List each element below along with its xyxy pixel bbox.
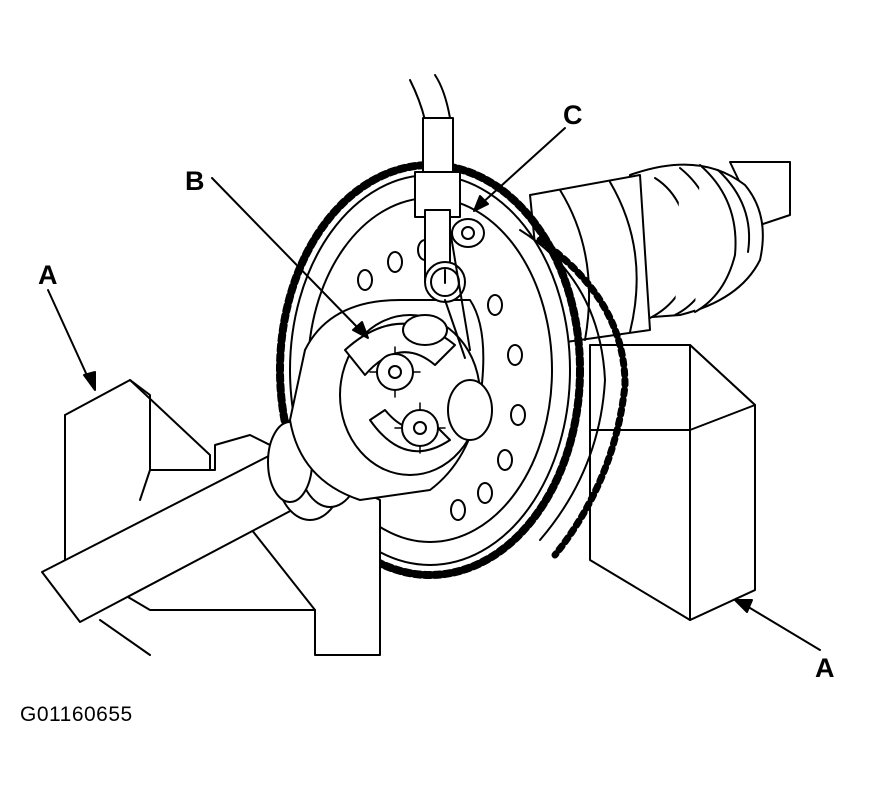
spider-gears	[369, 314, 493, 454]
v-block-right	[589, 344, 756, 621]
callout-a-right: A	[815, 653, 835, 683]
callout-b: B	[185, 166, 205, 196]
callout-c: C	[563, 100, 583, 130]
differential-case	[289, 299, 485, 501]
callout-a-left: A	[38, 260, 58, 290]
right-axle-shaft	[529, 161, 791, 346]
figure-code: G01160655	[20, 703, 133, 726]
leader-lines	[47, 127, 821, 651]
dial-indicator	[409, 74, 485, 359]
